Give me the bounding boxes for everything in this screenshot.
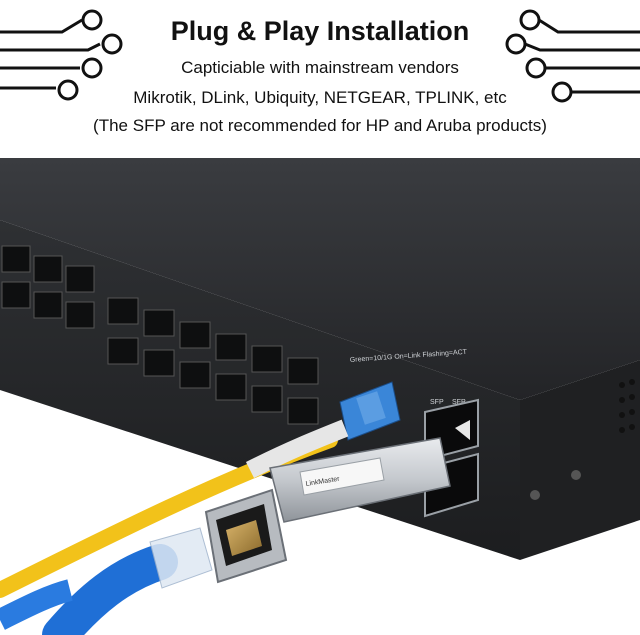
subtitle-compatibility: Capticiable with mainstream vendors [181, 58, 459, 77]
rj45-ports-left [1, 245, 95, 329]
product-photo: Green=10/1G On=Link Flashing=ACT SFP SFP… [0, 158, 640, 635]
vent-grille [530, 379, 635, 500]
lc-connector [339, 381, 401, 441]
rj45-ports-middle [107, 297, 319, 425]
switch-side [520, 360, 640, 560]
fiber-boot [245, 419, 349, 479]
compatibility-note: (The SFP are not recommended for HP and … [93, 116, 547, 135]
vendor-list: Mikrotik, DLink, Ubiquity, NETGEAR, TPLI… [133, 88, 507, 107]
circuit-decoration-left-icon [0, 9, 123, 101]
ethernet-cable [0, 527, 213, 635]
switch-top [0, 158, 640, 400]
circuit-decoration-right-icon [505, 9, 640, 103]
sfp-port-label-1: SFP [430, 399, 444, 406]
sfp-copper-module: LinkMaster [204, 437, 451, 584]
banner-header: Plug & Play Installation Capticiable wit… [0, 0, 640, 150]
page-title: Plug & Play Installation [170, 16, 470, 46]
sfp-port-label-2: SFP [452, 399, 466, 406]
